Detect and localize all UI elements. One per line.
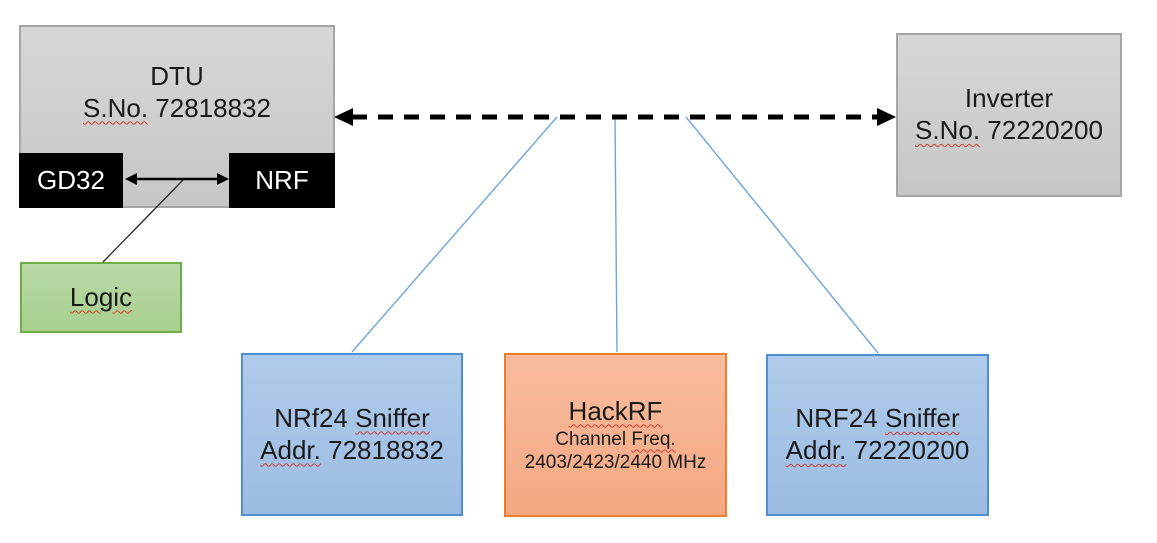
- hackrf-title: HackRF: [568, 395, 663, 426]
- sniffer-right-title: NRF24 Sniffer: [795, 403, 959, 435]
- sniffer-left-box: NRf24 Sniffer Addr. 72818832: [241, 353, 463, 516]
- sniffer-right-addr: Addr. 72220200: [786, 435, 970, 467]
- gd32-chip-box: GD32: [19, 153, 123, 208]
- logic-label: Logic: [69, 281, 133, 312]
- sniffer-right-addr-label: Addr.: [785, 435, 847, 465]
- inverter-serial-label: S.No.: [915, 115, 981, 145]
- sniffer-left-addr-label: Addr.: [260, 434, 321, 465]
- hackrf-connector-line: [614, 116, 618, 353]
- sniffer-right-box: NRF24 Sniffer Addr. 72220200: [766, 354, 989, 516]
- dtu-serial: S.No. 72818832: [83, 93, 271, 125]
- dtu-serial-value: 72818832: [155, 92, 271, 123]
- nrf-chip-box: NRF: [229, 153, 335, 208]
- sniffer-left-addr-value: 72818832: [328, 434, 444, 465]
- nrf-chip-label: NRF: [255, 164, 309, 195]
- hackrf-frequencies: 2403/2423/2440 MHz: [524, 451, 707, 473]
- hackrf-channel-freq: Channel Freq.: [555, 428, 675, 451]
- hackrf-box: HackRF Channel Freq. 2403/2423/2440 MHz: [504, 353, 727, 517]
- gd32-label: GD32: [37, 164, 105, 195]
- logic-analyzer-box: Logic: [20, 262, 182, 333]
- sniffer-left-type: Sniffer: [355, 402, 430, 433]
- dtu-serial-label: S.No.: [83, 92, 149, 123]
- sniffer-left-title: NRf24 Sniffer: [274, 403, 430, 435]
- sniffer-right-connector-line: [685, 116, 879, 354]
- inverter-serial: S.No. 72220200: [915, 115, 1103, 147]
- inverter-title: Inverter: [964, 83, 1054, 114]
- hackrf-freq-word: Freq.: [631, 428, 676, 450]
- inverter-serial-value: 72220200: [987, 115, 1103, 145]
- sniffer-right-name: NRF24: [795, 403, 878, 434]
- sniffer-left-name: NRf24: [274, 402, 348, 433]
- inverter-box: Inverter S.No. 72220200: [896, 33, 1122, 197]
- sniffer-left-connector-line: [351, 116, 558, 353]
- dtu-inverter-dashed-arrow: [334, 108, 896, 126]
- hackrf-freq-label: Channel: [555, 428, 627, 450]
- sniffer-right-addr-value: 72220200: [853, 435, 970, 465]
- sniffer-right-type: Sniffer: [884, 403, 960, 434]
- sniffer-left-addr: Addr. 72818832: [260, 435, 444, 467]
- dtu-title: DTU: [150, 60, 204, 91]
